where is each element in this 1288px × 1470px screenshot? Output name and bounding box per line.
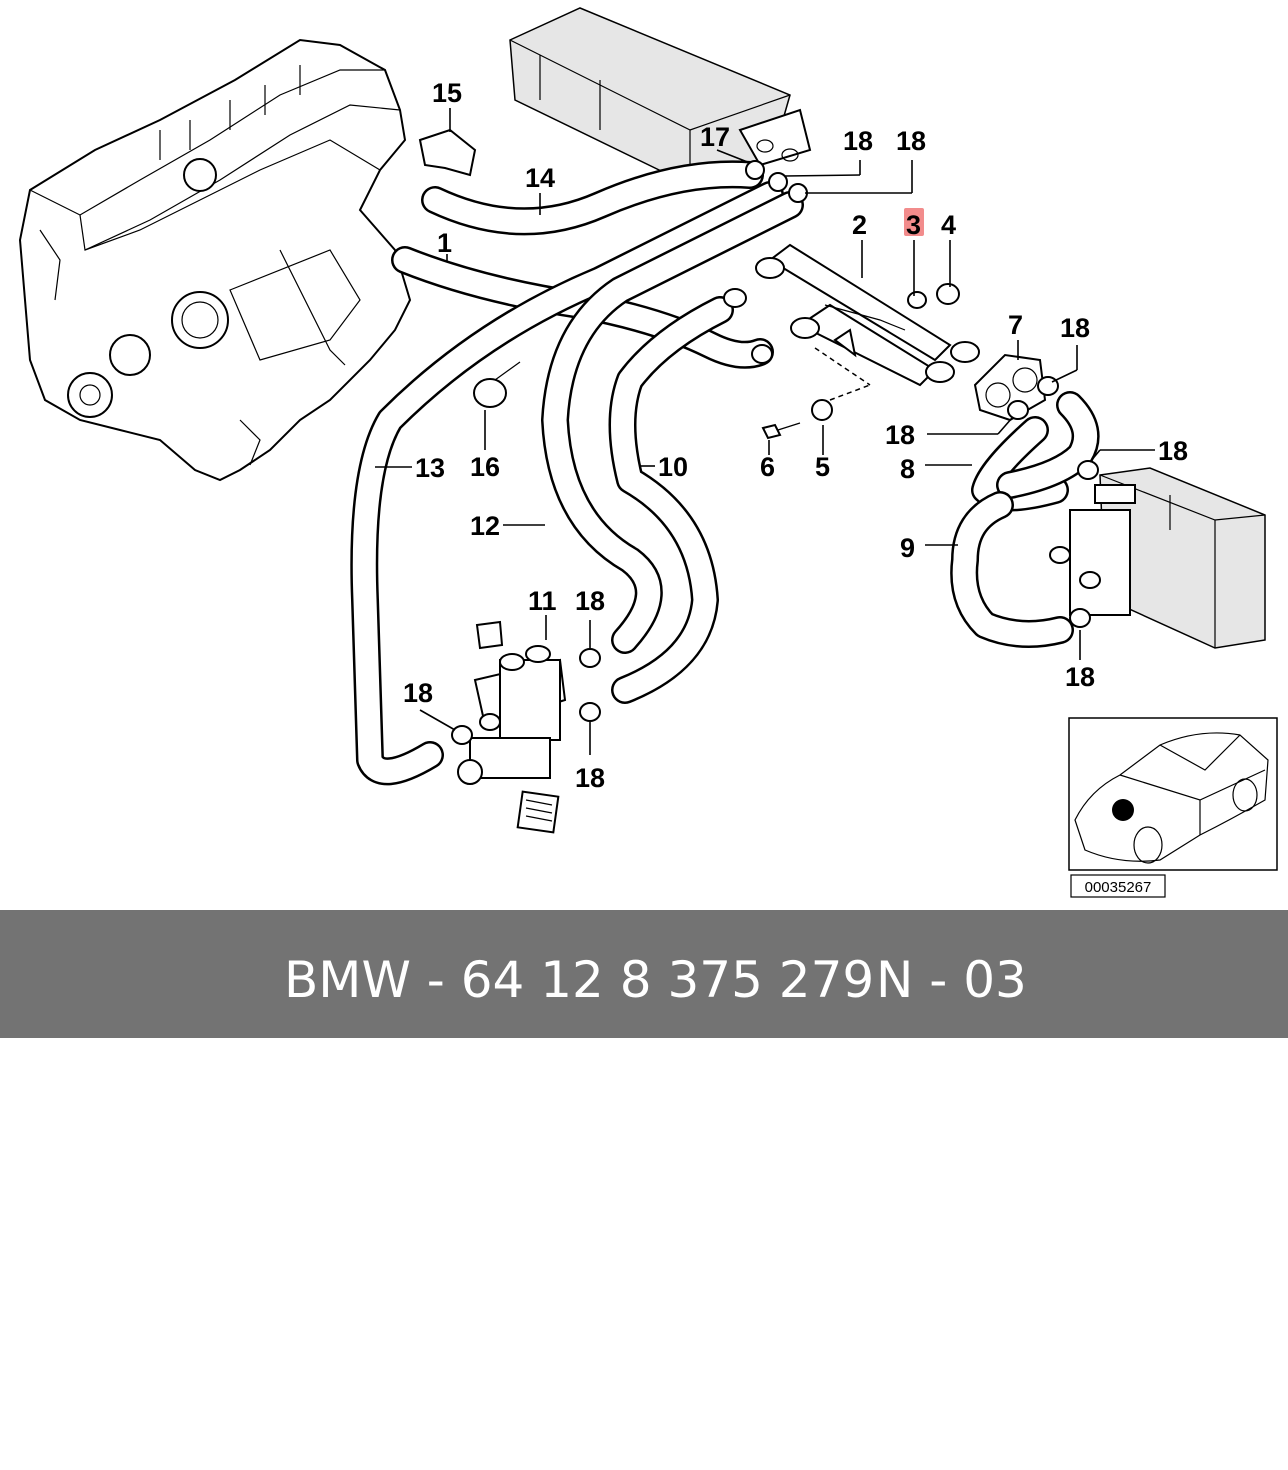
callout-2: 2 <box>852 210 867 240</box>
callout-18-valve-left: 18 <box>403 678 433 708</box>
callout-18-hose-8: 18 <box>885 420 915 450</box>
callout-16: 16 <box>470 452 500 482</box>
callout-10: 10 <box>658 452 688 482</box>
flange-7 <box>973 353 1047 422</box>
callouts: 1 2 3 4 5 6 7 8 9 10 11 12 13 14 15 16 1… <box>403 78 1188 793</box>
callout-18-pump-top: 18 <box>1158 436 1188 466</box>
callout-4: 4 <box>941 210 956 240</box>
part-number: BMW - 64 12 8 375 279 <box>284 951 875 1009</box>
callout-18-flange: 18 <box>1060 313 1090 343</box>
heater-core <box>509 7 812 186</box>
callout-15: 15 <box>432 78 462 108</box>
callout-17: 17 <box>700 122 730 152</box>
footer-bar: BMW - 64 12 8 375 279 N - 03 <box>0 910 1288 1038</box>
callout-3-highlight <box>904 208 924 236</box>
callout-18-valve-top: 18 <box>575 586 605 616</box>
callout-6: 6 <box>760 452 775 482</box>
parts-diagram: 1 2 3 4 5 6 7 8 9 10 11 12 13 14 15 16 1… <box>18 7 1278 898</box>
callout-18-pump-bottom: 18 <box>1065 662 1095 692</box>
location-marker-icon <box>1112 799 1134 821</box>
pipe-assembly <box>755 243 980 387</box>
callout-14: 14 <box>525 163 555 193</box>
reference-number: 00035267 <box>1085 879 1152 896</box>
callout-12: 12 <box>470 511 500 541</box>
position-code: N - 03 <box>876 951 1027 1009</box>
callout-18-top-b: 18 <box>896 126 926 156</box>
hose-clamps <box>418 128 1099 745</box>
car-location-inset: 00035267 <box>1068 717 1278 898</box>
callout-13: 13 <box>415 453 445 483</box>
engine-block <box>18 38 412 482</box>
heater-valve <box>457 620 567 834</box>
callout-8: 8 <box>900 454 915 484</box>
hoses <box>350 160 1100 786</box>
callout-18-valve-bottom: 18 <box>575 763 605 793</box>
callout-11: 11 <box>528 586 557 616</box>
callout-7: 7 <box>1008 310 1023 340</box>
callout-9: 9 <box>900 533 915 563</box>
callout-3: 3 <box>906 210 921 240</box>
callout-5: 5 <box>815 452 830 482</box>
leader-lines <box>375 108 1155 755</box>
callout-18-top-a: 18 <box>843 126 873 156</box>
footer-text: BMW - 64 12 8 375 279 N - 03 <box>0 910 1288 1038</box>
small-fasteners <box>761 283 960 440</box>
callout-1: 1 <box>437 228 452 258</box>
auxiliary-pump-unit <box>1049 467 1266 649</box>
